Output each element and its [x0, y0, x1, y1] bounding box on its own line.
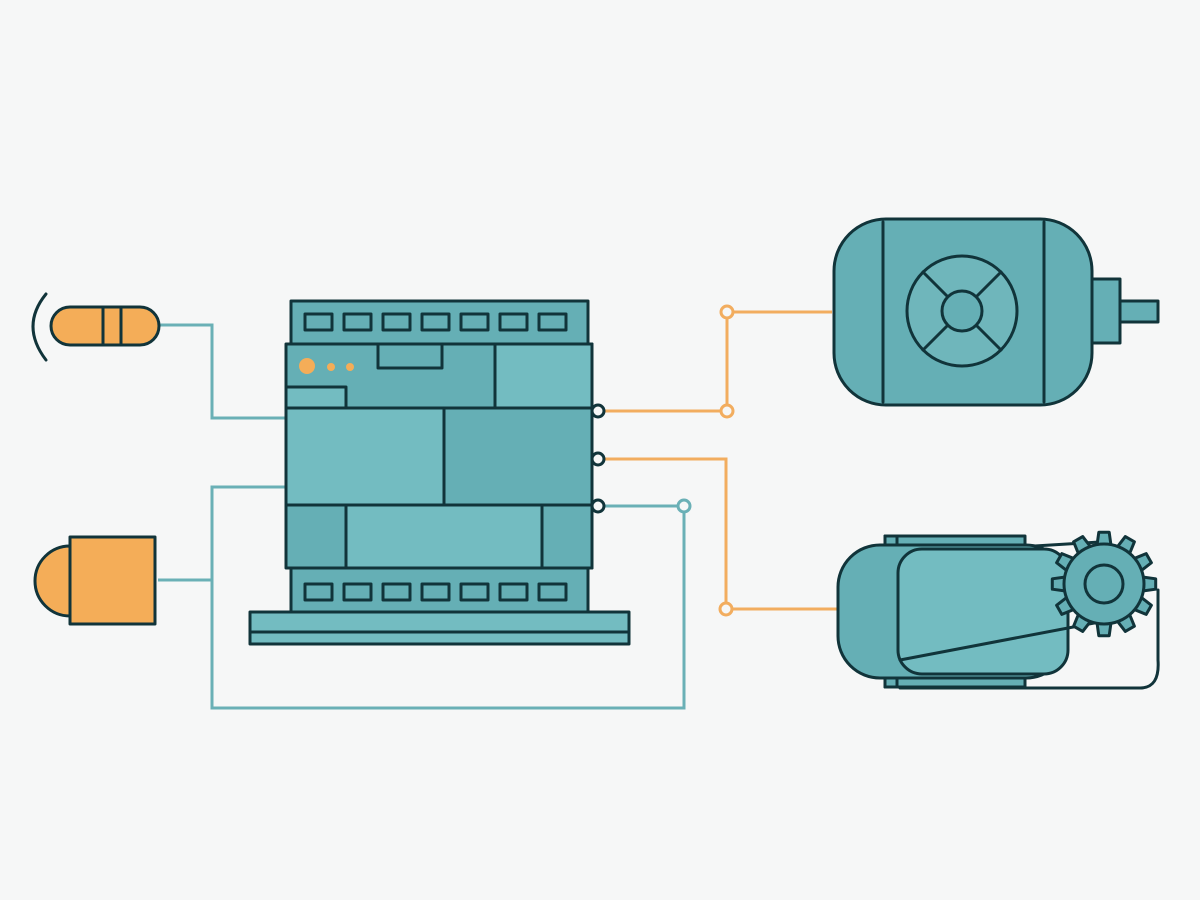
photoelectric-sensor-icon [33, 535, 157, 626]
terminal-block [342, 582, 373, 602]
status-led-icon [299, 358, 315, 374]
terminal-block [537, 582, 568, 602]
terminal-block [303, 582, 334, 602]
output-terminal-1 [590, 403, 606, 419]
terminal-block [459, 582, 490, 602]
terminal-block [381, 582, 412, 602]
wires [158, 304, 838, 710]
terminal-blocks-bottom [303, 582, 568, 602]
wire-node-fan-lower [719, 403, 735, 419]
terminal-block [498, 312, 529, 332]
terminal-block [537, 312, 568, 332]
wire-feedback-loop [210, 504, 686, 710]
wire-proximity-sensor-to-plc [160, 323, 287, 420]
fan-motor-icon [832, 217, 1160, 407]
plc-controller-icon [248, 299, 631, 646]
terminal-blocks-top [303, 312, 568, 332]
belt-drive-motor-icon [836, 530, 1160, 690]
gear-teeth [1050, 530, 1158, 638]
wire-plc-to-fan-motor [604, 310, 832, 413]
status-led-icon [327, 363, 335, 371]
status-led-icon [346, 363, 354, 371]
gear-icon [1050, 530, 1158, 638]
terminal-block [498, 582, 529, 602]
wire-photo-sensor-to-plc [158, 485, 287, 582]
wire-plc-to-belt-drive [604, 457, 838, 611]
output-terminal-2 [590, 451, 606, 467]
proximity-sensor-icon [31, 292, 161, 362]
terminal-block [420, 312, 451, 332]
wire-node-fan-upper [719, 304, 735, 320]
terminal-block [381, 312, 412, 332]
terminal-block [342, 312, 373, 332]
terminal-block [459, 312, 490, 332]
terminal-block [303, 312, 334, 332]
output-terminal-3 [590, 498, 606, 514]
wire-node-feedback [676, 498, 692, 514]
terminal-block [420, 582, 451, 602]
signal-arc-icon [31, 292, 48, 362]
wire-node-belt [718, 601, 734, 617]
